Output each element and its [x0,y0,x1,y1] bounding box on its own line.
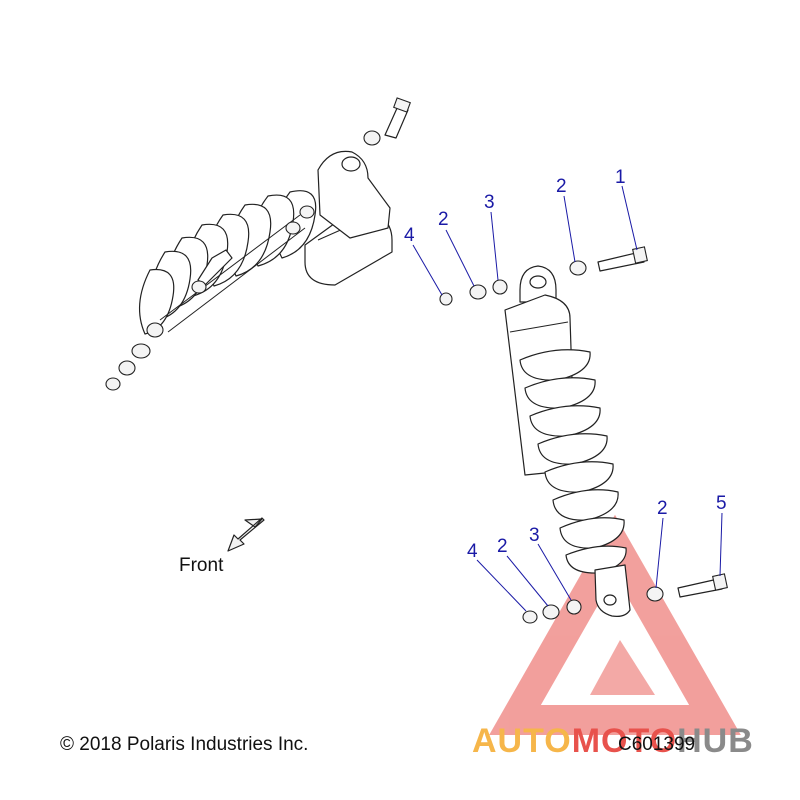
callout-5-bottom: 5 [716,493,727,514]
watermark-auto: AUTO [472,722,572,760]
callout-4-bottom: 4 [467,541,478,562]
callout-3-top: 3 [484,192,495,213]
watermark-moto: MOTO [572,722,677,760]
callout-4-top: 4 [404,225,415,246]
callout-2-bottom-left: 2 [497,536,508,557]
watermark-hub: HUB [677,722,754,760]
callout-1-top: 1 [615,167,626,188]
callout-2-bottom-right: 2 [657,498,668,519]
callout-2-top-right: 2 [556,176,567,197]
callout-3-bottom: 3 [529,525,540,546]
right-shock-spring [519,349,627,574]
diagram-code: C601399 [618,734,695,755]
copyright-text: © 2018 Polaris Industries Inc. [60,734,308,755]
right-shock-assembly [439,246,728,624]
left-shock-assembly [105,97,411,391]
watermark-text: AUTOMOTOHUB [472,722,754,760]
leader-lines [412,185,723,612]
front-label: Front [179,555,224,576]
callout-2-top-left: 2 [438,209,449,230]
watermark-logo-icon [489,514,741,735]
front-arrow-icon [227,517,265,552]
